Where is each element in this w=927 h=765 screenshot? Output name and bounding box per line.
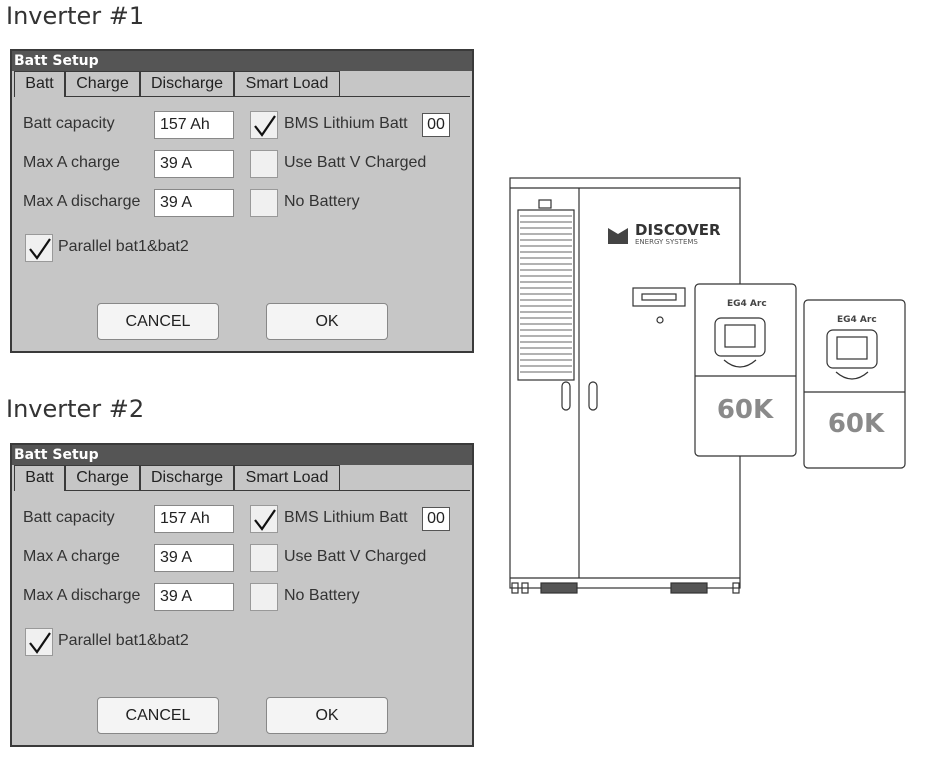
- tab-bar: Batt Charge Discharge Smart Load: [14, 465, 470, 491]
- cabinet-brand: DISCOVER: [635, 221, 721, 239]
- max-charge-input[interactable]: 39 A: [154, 544, 234, 572]
- inverter-1-heading: Inverter #1: [6, 2, 145, 30]
- tab-discharge[interactable]: Discharge: [140, 465, 234, 490]
- use-batt-v-label: Use Batt V Charged: [284, 154, 427, 171]
- inverter-1-model: 60K: [717, 395, 774, 425]
- max-charge-label: Max A charge: [23, 548, 120, 565]
- use-batt-v-label: Use Batt V Charged: [284, 548, 427, 565]
- batt-capacity-label: Batt capacity: [23, 509, 115, 526]
- parallel-label: Parallel bat1&bat2: [58, 238, 189, 255]
- tab-batt[interactable]: Batt: [14, 465, 65, 491]
- no-battery-label: No Battery: [284, 587, 360, 604]
- max-discharge-label: Max A discharge: [23, 587, 141, 604]
- max-discharge-input[interactable]: 39 A: [154, 189, 234, 217]
- cancel-button[interactable]: CANCEL: [97, 697, 219, 734]
- cancel-button[interactable]: CANCEL: [97, 303, 219, 340]
- cabinet-subbrand: ENERGY SYSTEMS: [635, 238, 698, 246]
- dialog-title: Batt Setup: [12, 445, 472, 465]
- batt-tab-panel: Batt capacity 157 Ah Max A charge 39 A M…: [14, 491, 470, 743]
- tab-charge[interactable]: Charge: [65, 71, 140, 96]
- tab-bar: Batt Charge Discharge Smart Load: [14, 71, 470, 97]
- batt-setup-dialog-2: Batt Setup Batt Charge Discharge Smart L…: [10, 443, 474, 747]
- batt-capacity-input[interactable]: 157 Ah: [154, 505, 234, 533]
- parallel-checkbox[interactable]: [25, 234, 53, 262]
- batt-tab-panel: Batt capacity 157 Ah Max A charge 39 A M…: [14, 97, 470, 349]
- checkmark-icon: [254, 509, 276, 531]
- bms-lithium-checkbox[interactable]: [250, 505, 278, 533]
- inverter-2-logo: EG4 Arc: [837, 315, 877, 325]
- use-batt-v-checkbox[interactable]: [250, 150, 278, 178]
- batt-capacity-label: Batt capacity: [23, 115, 115, 132]
- equipment-illustration: DISCOVER ENERGY SYSTEMS EG4 Arc 60K EG4 …: [505, 170, 915, 610]
- tab-smart-load[interactable]: Smart Load: [234, 465, 340, 490]
- bms-lithium-label: BMS Lithium Batt: [284, 509, 408, 526]
- batt-capacity-input[interactable]: 157 Ah: [154, 111, 234, 139]
- battery-cabinet-and-inverters-drawing: DISCOVER ENERGY SYSTEMS EG4 Arc 60K EG4 …: [509, 177, 906, 594]
- ok-button[interactable]: OK: [266, 697, 388, 734]
- inverter-2-model: 60K: [828, 409, 885, 439]
- no-battery-checkbox[interactable]: [250, 189, 278, 217]
- inverter-unit-2: [803, 299, 906, 469]
- inverter-unit-1: [694, 283, 797, 457]
- parallel-label: Parallel bat1&bat2: [58, 632, 189, 649]
- checkmark-icon: [29, 238, 51, 260]
- no-battery-label: No Battery: [284, 193, 360, 210]
- no-battery-checkbox[interactable]: [250, 583, 278, 611]
- parallel-checkbox[interactable]: [25, 628, 53, 656]
- bms-code-field[interactable]: 00: [422, 113, 450, 137]
- batt-setup-dialog-1: Batt Setup Batt Charge Discharge Smart L…: [10, 49, 474, 353]
- bms-lithium-label: BMS Lithium Batt: [284, 115, 408, 132]
- checkmark-icon: [254, 115, 276, 137]
- discover-logo: DISCOVER ENERGY SYSTEMS: [608, 221, 721, 246]
- tab-smart-load[interactable]: Smart Load: [234, 71, 340, 96]
- checkmark-icon: [29, 632, 51, 654]
- max-charge-label: Max A charge: [23, 154, 120, 171]
- bms-code-field[interactable]: 00: [422, 507, 450, 531]
- bms-lithium-checkbox[interactable]: [250, 111, 278, 139]
- use-batt-v-checkbox[interactable]: [250, 544, 278, 572]
- tab-charge[interactable]: Charge: [65, 465, 140, 490]
- ok-button[interactable]: OK: [266, 303, 388, 340]
- tab-batt[interactable]: Batt: [14, 71, 65, 97]
- inverter-1-logo: EG4 Arc: [727, 299, 767, 309]
- dialog-title: Batt Setup: [12, 51, 472, 71]
- inverter-2-heading: Inverter #2: [6, 395, 145, 423]
- tab-discharge[interactable]: Discharge: [140, 71, 234, 96]
- max-discharge-input[interactable]: 39 A: [154, 583, 234, 611]
- max-discharge-label: Max A discharge: [23, 193, 141, 210]
- max-charge-input[interactable]: 39 A: [154, 150, 234, 178]
